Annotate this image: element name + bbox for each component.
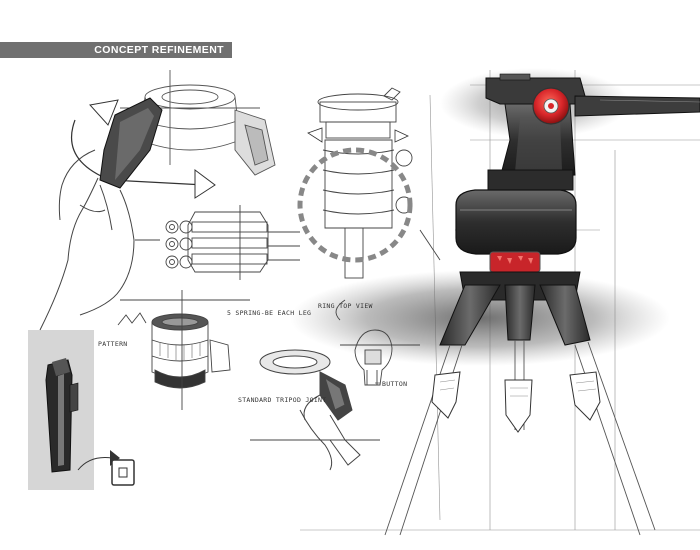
ring-view-note-text: RING TOP VIEW: [318, 302, 373, 310]
pattern-note-text: PATTERN: [98, 340, 128, 348]
button-note-text: BUTTON: [382, 380, 407, 388]
pan-handle: [574, 95, 700, 117]
rotation-arrowhead: [194, 169, 216, 199]
rubber-foot-sketch: [45, 358, 79, 473]
red-ring: [489, 251, 541, 273]
tripod-legs: [384, 284, 656, 536]
banner-title: CONCEPT REFINEMENT: [94, 44, 224, 56]
lock-bank-sketch: [165, 205, 300, 280]
detail-callout-circle: [297, 147, 413, 263]
standard-joint-note-text: STANDARD TRIPOD JOINT: [238, 396, 326, 404]
hand-sketch: [39, 97, 163, 331]
leg-joint-sketch: [250, 349, 380, 471]
ring-top-view-sketch: [335, 299, 420, 386]
ring-collar-sketch: [120, 70, 276, 176]
pan-base: [455, 189, 577, 255]
foot-profile-icon: [111, 459, 135, 486]
spring-collar-sketch: [117, 290, 250, 410]
section-banner: CONCEPT REFINEMENT: [0, 42, 232, 58]
spring-note-text: 5 SPRING-BE EACH LEG: [227, 309, 311, 317]
spring-column-sketch: [297, 87, 441, 279]
